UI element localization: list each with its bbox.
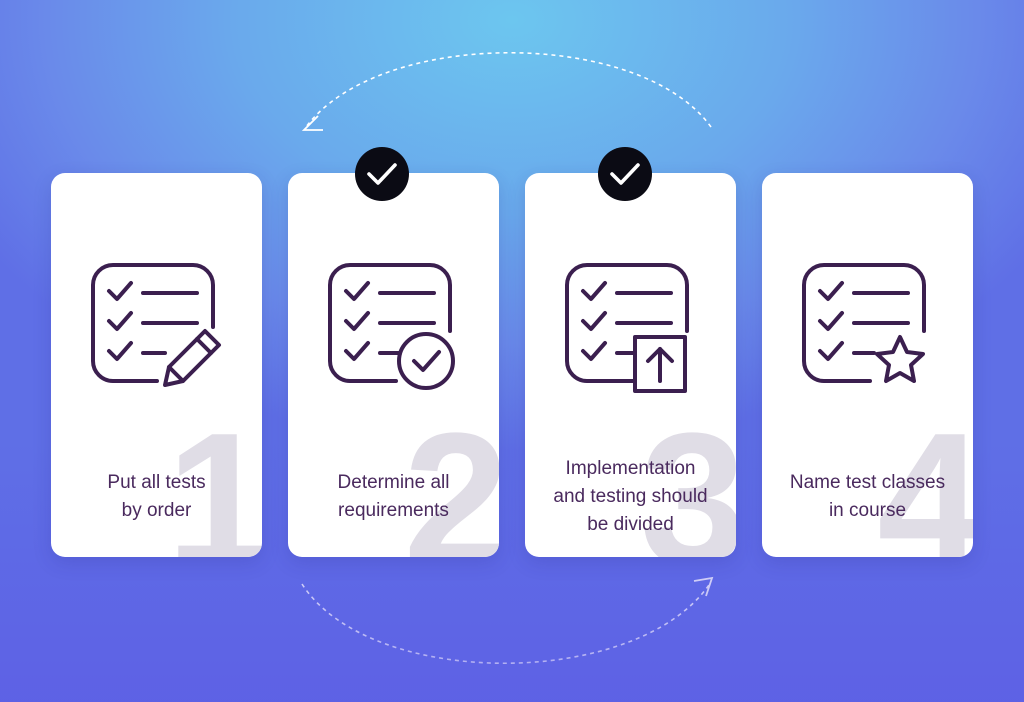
top-arrowhead-icon	[301, 115, 323, 131]
top-dashed-arrow	[305, 52, 712, 128]
step-number: 3	[640, 394, 736, 557]
step-label: Determine all requirements	[337, 472, 450, 521]
step-card-4: 4 Name test classes in course	[762, 173, 973, 557]
step-label: Name test classes in course	[789, 472, 946, 521]
step-number: 1	[166, 394, 262, 557]
checkmark-icon	[610, 163, 640, 185]
step-label: Implementation and testing should be div…	[553, 458, 708, 535]
checklist-star-icon	[802, 263, 926, 383]
step-card-3: 3 Implementation and testing should be d…	[525, 173, 736, 557]
step-number: 2	[403, 394, 499, 557]
completed-badge-step-2	[355, 147, 409, 201]
checkmark-icon	[367, 163, 397, 185]
bottom-arrowhead-icon	[693, 576, 714, 597]
step-label: Put all tests by order	[107, 472, 206, 521]
step-card-1: 1 Put all tests by order	[51, 173, 262, 557]
step-card-2: 2 Determine all requirements	[288, 173, 499, 557]
checklist-pencil-icon	[91, 263, 221, 387]
checklist-check-icon	[328, 263, 455, 390]
completed-badge-step-3	[598, 147, 652, 201]
checklist-upload-icon	[565, 263, 689, 393]
bottom-dashed-arrow	[301, 581, 712, 664]
step-number: 4	[877, 394, 973, 557]
